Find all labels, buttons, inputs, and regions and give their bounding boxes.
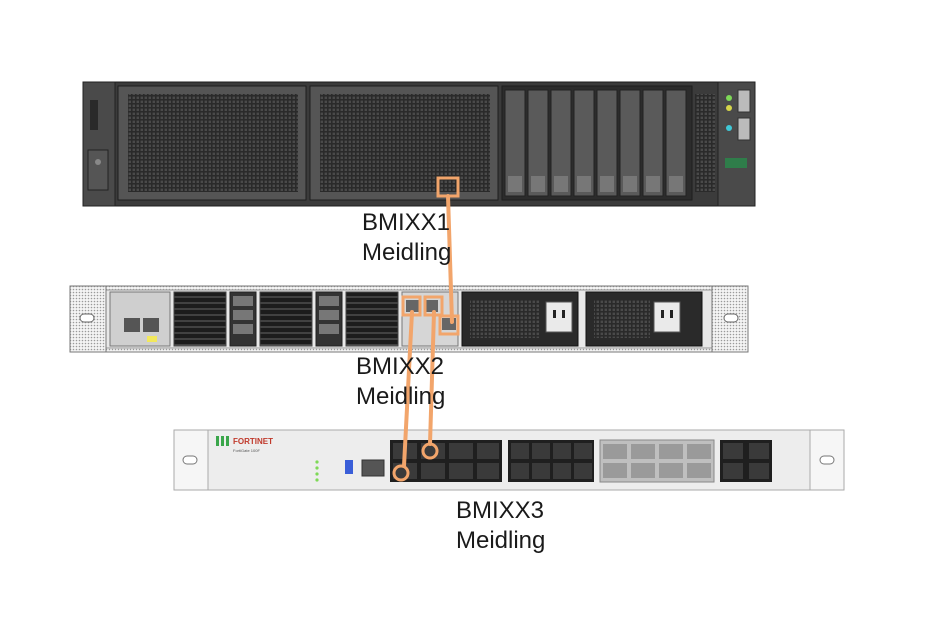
firewall-name: BMIXX3 [456, 497, 545, 524]
server-label: BMIXX1 Meidling [362, 208, 451, 268]
firewall-port-highlight [392, 464, 410, 482]
cable-connections [402, 194, 454, 468]
cable-switch-to-firewall [402, 310, 414, 468]
cable-switch-to-firewall [428, 310, 436, 446]
switch-label: BMIXX2 Meidling [356, 352, 445, 412]
fortinet-logo: FORTINET FortiGate 100F [216, 436, 273, 453]
server-device [82, 81, 756, 207]
drive-bay-row [504, 89, 687, 197]
firewall-label: BMIXX3 Meidling [456, 496, 545, 556]
switch-location: Meidling [356, 383, 446, 410]
firewall-sfp-bank [599, 439, 715, 483]
server-location: Meidling [362, 239, 452, 266]
switch-port-highlight [438, 314, 460, 336]
firewall-port-bank [720, 440, 772, 482]
firewall-port-bank [508, 440, 594, 482]
switch-name: BMIXX2 [356, 353, 445, 380]
svg-text:FortiGate 100F: FortiGate 100F [233, 448, 260, 453]
cable-server-to-switch [446, 194, 454, 324]
firewall-location: Meidling [456, 527, 546, 554]
firewall-device: FORTINET FortiGate 100F [173, 429, 845, 491]
svg-text:FORTINET: FORTINET [233, 437, 273, 446]
server-name: BMIXX1 [362, 209, 451, 236]
